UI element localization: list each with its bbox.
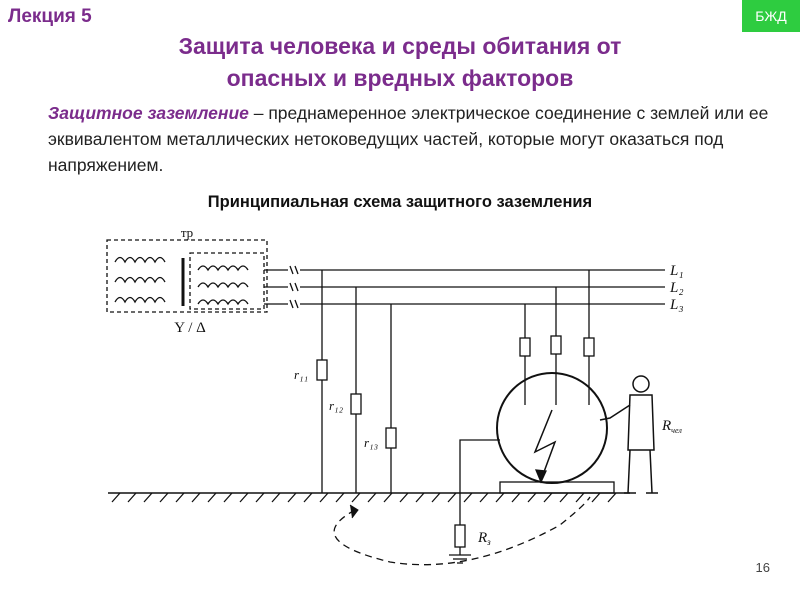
ground-electrode: [449, 524, 471, 564]
person-resistance-main: R: [661, 418, 671, 434]
insulation-resistances: [316, 270, 397, 493]
ground-resistance-label: Rз: [477, 530, 491, 547]
diagram-subtitle: Принципиальная схема защитного заземлени…: [207, 193, 593, 211]
ground-line: [108, 492, 630, 503]
transformer-label: тр: [181, 225, 193, 240]
person-resistance-label: Rчел: [661, 418, 682, 435]
slide-title: Защита человека и среды обитания от опас…: [80, 30, 720, 94]
motor: [496, 270, 615, 494]
fault-arrow: [533, 409, 557, 481]
resistance-label-r1: r₁₁: [294, 367, 308, 382]
phase-label-l3: L₃: [669, 297, 684, 313]
resistance-label-r3: r₁₃: [364, 435, 378, 450]
secondary-coils: [197, 265, 249, 306]
fault-current-path: [333, 496, 591, 566]
housing-ground-wire: [459, 439, 500, 525]
definition: Защитное заземление – преднамеренное эле…: [48, 100, 778, 178]
course-badge: БЖД: [742, 0, 800, 32]
person-figure: [599, 375, 658, 494]
transformer-secondary-box: [189, 252, 265, 310]
definition-text: – преднамеренное электрическое соединени…: [48, 103, 769, 175]
page-number: 16: [755, 560, 770, 575]
connection-label: Y / Δ: [174, 320, 206, 336]
transformer-box: [106, 239, 268, 313]
person-resistance-sub: чел: [671, 426, 682, 435]
title-line-1: Защита человека и среды обитания от: [178, 33, 622, 59]
title-line-2: опасных и вредных факторов: [226, 65, 574, 91]
phase-lines: [264, 265, 665, 309]
lecture-label: Лекция 5: [8, 6, 92, 27]
phase-label-l2: L₂: [669, 280, 684, 296]
definition-term: Защитное заземление: [48, 103, 249, 123]
phase-label-l1: L₁: [669, 263, 684, 279]
ground-resistance-sub: з: [486, 537, 491, 547]
primary-coils: [114, 256, 166, 304]
ground-resistance-main: R: [477, 530, 487, 546]
resistance-label-r2: r₁₂: [329, 398, 344, 413]
